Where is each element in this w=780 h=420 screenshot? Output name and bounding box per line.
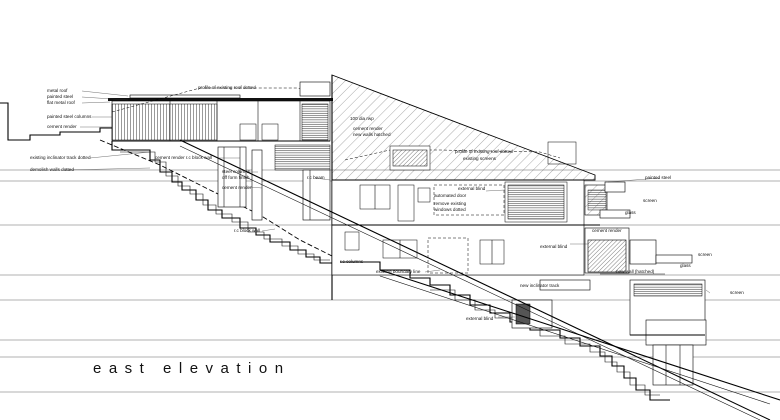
note-rc-columns: r.c columns bbox=[340, 259, 364, 264]
note-profile-existing-roof: profile of existing roof dotted bbox=[198, 85, 256, 90]
note-external-blind-2: external blind bbox=[540, 244, 568, 249]
note-remove-windows-2: windows dotted bbox=[434, 207, 466, 212]
note-existing-inclinator: existing inclinator track dotted bbox=[30, 155, 91, 160]
note-cement-render-3: cement render bbox=[353, 126, 383, 131]
stepped-foundations bbox=[99, 139, 381, 276]
note-rc-beam: r.c beam bbox=[307, 175, 325, 180]
note-new-inclinator-track: new inclinator track bbox=[520, 283, 560, 288]
note-cement-render: cement render bbox=[47, 124, 77, 129]
top-pavilion bbox=[108, 81, 333, 142]
note-cement-render-block: cement render r.c block wall bbox=[155, 155, 212, 160]
note-new-wall-hatched: new wall (hatched) bbox=[616, 269, 655, 274]
annotation-leaders bbox=[64, 90, 711, 318]
note-rc-block-wall: r.c block wall bbox=[234, 228, 260, 233]
note-cement-render-4: cement render bbox=[592, 228, 622, 233]
note-external-blind: external blind bbox=[458, 186, 486, 191]
note-glass-1: glass bbox=[625, 210, 636, 215]
note-existing-screens: existing screens bbox=[463, 156, 497, 161]
note-external-blind-3: external blind bbox=[466, 316, 494, 321]
note-screen-1: screen bbox=[643, 198, 657, 203]
drawing-title: east elevation bbox=[93, 360, 291, 377]
main-house bbox=[331, 179, 707, 346]
note-steel-columns: steel columns bbox=[222, 169, 251, 174]
note-flat-metal-roof: flat metal roof bbox=[47, 100, 76, 105]
note-painted-steel-columns: painted steel columns bbox=[47, 114, 92, 119]
note-cement-render-2: cement render bbox=[222, 185, 252, 190]
note-new-walls: new walls hatched bbox=[353, 132, 391, 137]
note-off-form: off form finish bbox=[222, 175, 250, 180]
note-existing-boundary: existing boundary line bbox=[376, 269, 421, 274]
note-screen-2: screen bbox=[698, 252, 712, 257]
note-rwp: 100 dia rwp bbox=[350, 116, 374, 121]
note-painted-steel-2: painted steel bbox=[645, 175, 671, 180]
note-profile-existing-roof-2: profile of existing roof dotted bbox=[455, 149, 513, 154]
note-metal-roof: metal roof bbox=[47, 88, 68, 93]
note-demolish-walls: demolish walls dotted bbox=[30, 167, 74, 172]
ground-line-left bbox=[0, 102, 112, 141]
hatched-new-walls bbox=[331, 74, 596, 300]
note-automated-door: automated door bbox=[434, 193, 467, 198]
note-painted-steel: painted steel bbox=[47, 94, 73, 99]
annotations: metal roof painted steel flat metal roof… bbox=[30, 85, 744, 321]
note-glass-2: glass bbox=[680, 263, 691, 268]
note-remove-windows: remove existing bbox=[434, 201, 467, 206]
note-screen-3: screen bbox=[730, 290, 744, 295]
inclinator-tracks bbox=[179, 139, 780, 420]
